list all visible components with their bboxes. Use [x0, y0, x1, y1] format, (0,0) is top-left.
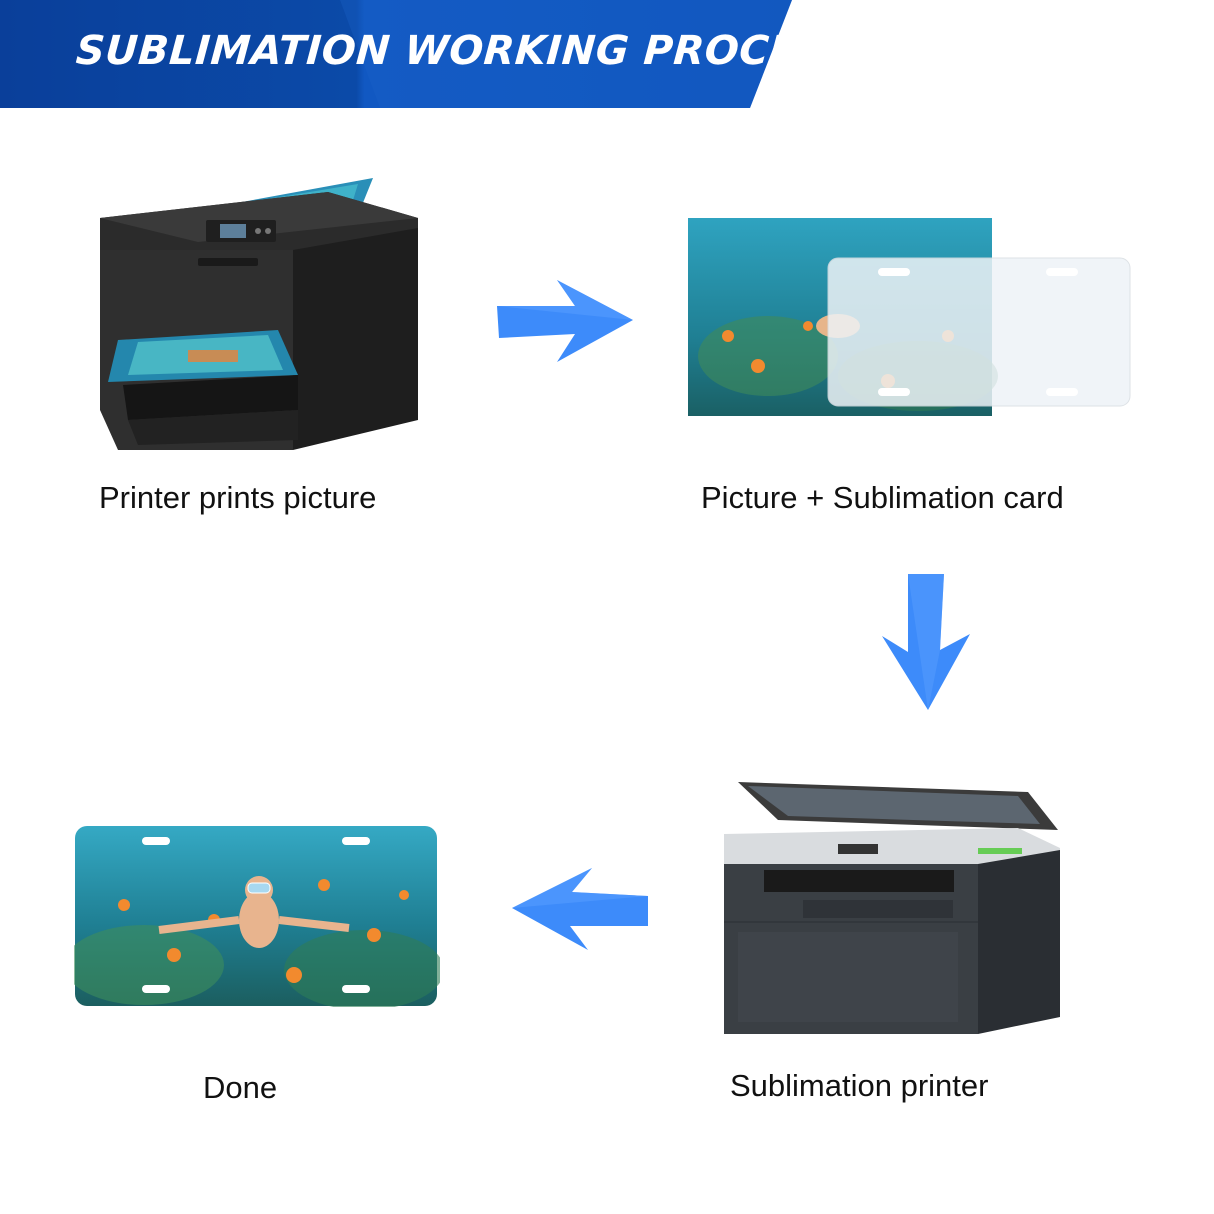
- arrow-down-icon: [878, 572, 974, 714]
- title-banner: SUBLIMATION WORKING PROCESS: [0, 0, 856, 108]
- inkjet-printer-icon: [88, 170, 428, 460]
- step-label-sublimation-printer: Sublimation printer: [730, 1068, 989, 1103]
- photo-with-card-icon: [688, 216, 1136, 416]
- arrow-right-icon: [495, 272, 640, 367]
- step-label-picture-plus-card: Picture + Sublimation card: [701, 480, 1064, 515]
- page-title: SUBLIMATION WORKING PROCESS: [74, 28, 856, 74]
- step-label-printer-prints-picture: Printer prints picture: [99, 480, 377, 515]
- step-label-done: Done: [203, 1070, 278, 1105]
- arrow-left-icon: [508, 862, 653, 957]
- laser-printer-icon: [718, 772, 1063, 1042]
- printed-plate-icon: [74, 825, 440, 1007]
